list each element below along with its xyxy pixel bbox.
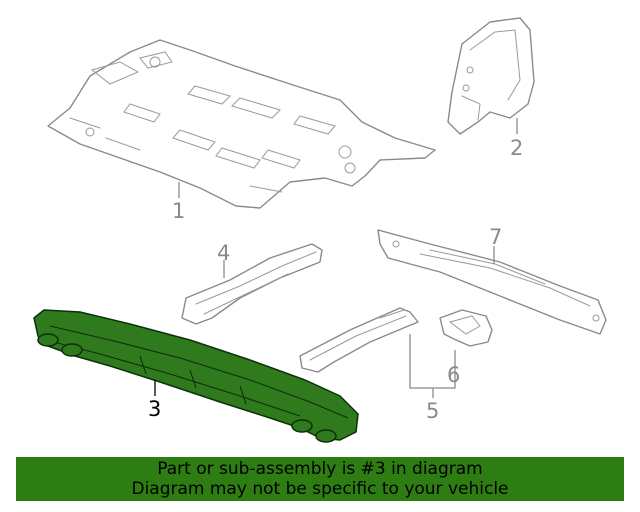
callout-2[interactable]: 2 — [510, 136, 523, 160]
parts-diagram: 1 2 3 4 5 6 7 — [33, 17, 607, 443]
callout-5[interactable]: 5 — [426, 399, 439, 423]
part-4-crossmember[interactable] — [181, 243, 323, 325]
part-3-rear-crossmember-highlighted[interactable] — [33, 309, 359, 443]
part-7-rear-sill[interactable] — [377, 229, 607, 335]
callout-1[interactable]: 1 — [172, 199, 185, 223]
banner-line-2: Diagram may not be specific to your vehi… — [131, 479, 509, 499]
part-1-floor-pan[interactable] — [47, 39, 436, 209]
part-6-bracket[interactable] — [439, 309, 493, 347]
callout-3[interactable]: 3 — [148, 397, 161, 421]
banner-line-1: Part or sub-assembly is #3 in diagram — [157, 459, 483, 479]
callout-6[interactable]: 6 — [447, 363, 460, 387]
callout-labels: 1 2 3 4 5 6 7 — [148, 136, 523, 423]
callout-leaders — [154, 118, 518, 398]
info-banner: Part or sub-assembly is #3 in diagram Di… — [16, 457, 624, 501]
callout-7[interactable]: 7 — [489, 225, 502, 249]
part-2-wheelhouse-panel[interactable] — [447, 17, 535, 135]
callout-4[interactable]: 4 — [217, 241, 230, 265]
part-5-crossmember[interactable] — [299, 307, 419, 373]
